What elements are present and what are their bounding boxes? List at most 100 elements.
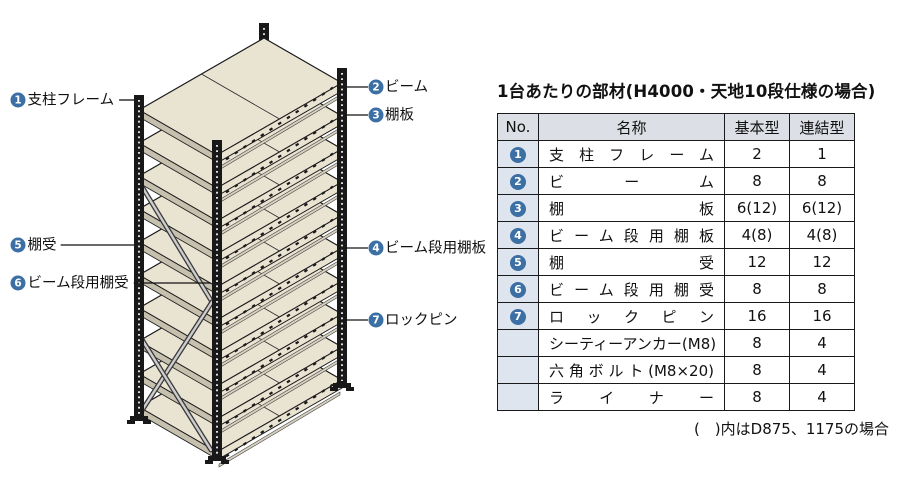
cell-linked-qty: 4 [789,356,855,384]
cell-name: 六角ボルト(M8×20) [538,356,725,384]
label-number-badge [368,79,384,95]
row-number-badge: 6 [510,281,526,298]
label-text: 支柱フレーム [28,92,115,109]
cell-name: ライナー [538,383,725,411]
row-number-badge: 2 [510,173,526,190]
cell-basic-qty: 4(8) [724,221,790,249]
label-text: ビーム [385,79,428,96]
beam-slots [225,350,334,425]
cell-linked-qty: 4(8) [789,221,855,249]
label-text: 棚板 [385,106,414,124]
cell-name: シーティーアンカー(M8) [538,329,725,357]
cell-name: ビーム段用棚板 [538,221,725,249]
cell-linked-qty: 12 [789,248,855,276]
cell-no: 5 [497,248,539,276]
parts-title: 1台あたりの部材(H4000・天地10段仕様の場合) [497,82,876,101]
row-number-badge: 4 [510,227,526,244]
rack-post [337,68,347,385]
post-base-plate [205,456,229,464]
cell-no [497,329,539,357]
cell-linked-qty: 4 [789,383,855,411]
table-footnote: ( )内はD875、1175の場合 [693,420,889,438]
col-header-name: 名称 [538,113,725,141]
cell-no [497,383,539,411]
beam-slots [225,383,334,458]
part-label: 6 ビーム段用棚受 [10,275,211,292]
label-number: 1 [14,95,21,107]
shelf-support [218,391,341,468]
label-number: 5 [14,240,21,252]
cell-basic-qty: 2 [724,140,790,168]
col-header-linked: 連結型 [789,113,855,141]
beam-slots [225,317,334,392]
label-text: 棚受 [28,237,57,254]
cell-no [497,356,539,384]
cell-no: 3 [497,194,539,222]
label-number-badge [368,107,384,123]
label-number-badge [368,240,384,256]
label-number: 2 [372,82,379,94]
rack-post [212,140,222,458]
part-label: 3 棚板 [346,106,414,124]
beam-slots [225,185,334,260]
cell-linked-qty: 4 [789,329,855,357]
label-number-badge [10,237,26,253]
label-number-badge [10,275,26,291]
row-number-badge: 3 [510,200,526,217]
cell-linked-qty: 6(12) [789,194,855,222]
label-number: 7 [372,315,379,327]
beam-slots [225,86,334,161]
row-number-badge: 5 [510,254,526,271]
cell-basic-qty: 8 [724,356,790,384]
part-label: 1 支柱フレーム [10,92,134,109]
cell-name: ビーム段用棚受 [538,275,725,303]
cell-name: 棚受 [538,248,725,276]
cell-basic-qty: 8 [724,275,790,303]
cell-name: 棚板 [538,194,725,222]
cell-basic-qty: 8 [724,329,790,357]
cell-basic-qty: 6(12) [724,194,790,222]
beam-slots [225,119,334,194]
label-number: 3 [372,110,379,122]
post-base-plate [127,416,151,424]
table-header-row: No. 名称 基本型 連結型 [497,113,855,141]
cell-no: 4 [497,221,539,249]
label-number: 4 [372,243,379,255]
rack-post [134,95,144,418]
cell-basic-qty: 12 [724,248,790,276]
part-label: 2 ビーム [346,79,428,96]
beam-slots [225,152,334,227]
cell-linked-qty: 1 [789,140,855,168]
parts-panel: 1台あたりの部材(H4000・天地10段仕様の場合) No. 名称 基本型 連結… [497,78,889,439]
cell-basic-qty: 16 [724,302,790,330]
col-header-basic: 基本型 [724,113,790,141]
label-number: 6 [14,278,21,290]
cell-name: 支柱フレーム [538,140,725,168]
label-text: ビーム段用棚受 [28,275,129,292]
col-header-no: No. [497,113,539,141]
cell-name: ビーム [538,167,725,195]
cell-linked-qty: 8 [789,275,855,303]
cell-no: 2 [497,167,539,195]
cell-linked-qty: 8 [789,167,855,195]
cell-no: 1 [497,140,539,168]
cell-no: 6 [497,275,539,303]
beam-slots [225,284,334,359]
beam-slots [225,251,334,326]
beam-slots [225,218,334,293]
label-number-badge [10,92,26,108]
label-number-badge [368,312,384,328]
